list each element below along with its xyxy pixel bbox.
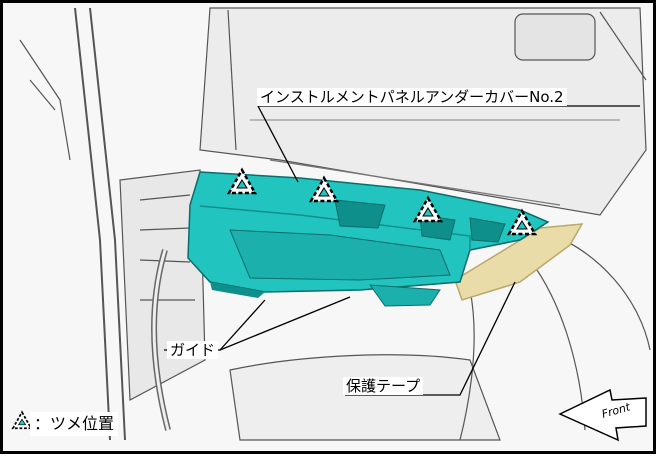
protective-tape-label: 保護テープ — [343, 377, 424, 395]
guide-label: ガイド — [167, 341, 219, 359]
panel-cover-label: インストルメントパネルアンダーカバーNo.2 — [257, 88, 567, 106]
under-cover-panel — [187, 171, 550, 307]
legend-text: ：ツメ位置 — [30, 412, 119, 436]
front-arrow-icon: Front — [558, 388, 647, 442]
